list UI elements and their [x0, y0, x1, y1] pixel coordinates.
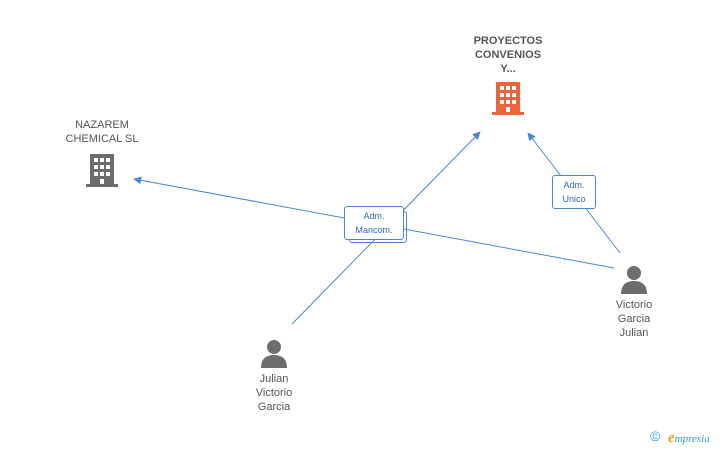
person-node-victorio[interactable]: Victorio Garcia Julian: [596, 264, 672, 340]
role-badge-adm-unico[interactable]: Adm. Unico: [552, 175, 596, 209]
role-line-1: Adm.: [563, 180, 585, 190]
company-node-nazarem[interactable]: NAZAREM CHEMICAL SL: [50, 118, 154, 188]
brand-initial: e: [668, 430, 675, 446]
person-label: Victorio Garcia Julian: [615, 299, 653, 339]
brand-text: mpresia: [674, 433, 710, 445]
person-icon: [261, 340, 287, 368]
person-node-julian[interactable]: Julian Victorio Garcia: [236, 338, 312, 414]
company-node-proyectos[interactable]: PROYECTOS CONVENIOS Y...: [456, 34, 560, 116]
role-line-1: Adm.: [363, 211, 385, 221]
building-icon: [492, 82, 524, 115]
brand-logo[interactable]: empresia: [668, 430, 710, 447]
person-label: Julian Victorio Garcia: [255, 373, 293, 413]
person-icon: [621, 266, 647, 294]
role-badge-adm-mancom[interactable]: Adm. Mancom.: [344, 206, 407, 243]
company-label: PROYECTOS CONVENIOS Y...: [473, 35, 543, 75]
role-line-2: Mancom.: [355, 225, 393, 235]
copyright-icon: ©: [650, 428, 661, 444]
building-icon: [86, 154, 118, 187]
company-label: NAZAREM CHEMICAL SL: [65, 119, 139, 145]
role-line-2: Unico: [562, 194, 586, 204]
